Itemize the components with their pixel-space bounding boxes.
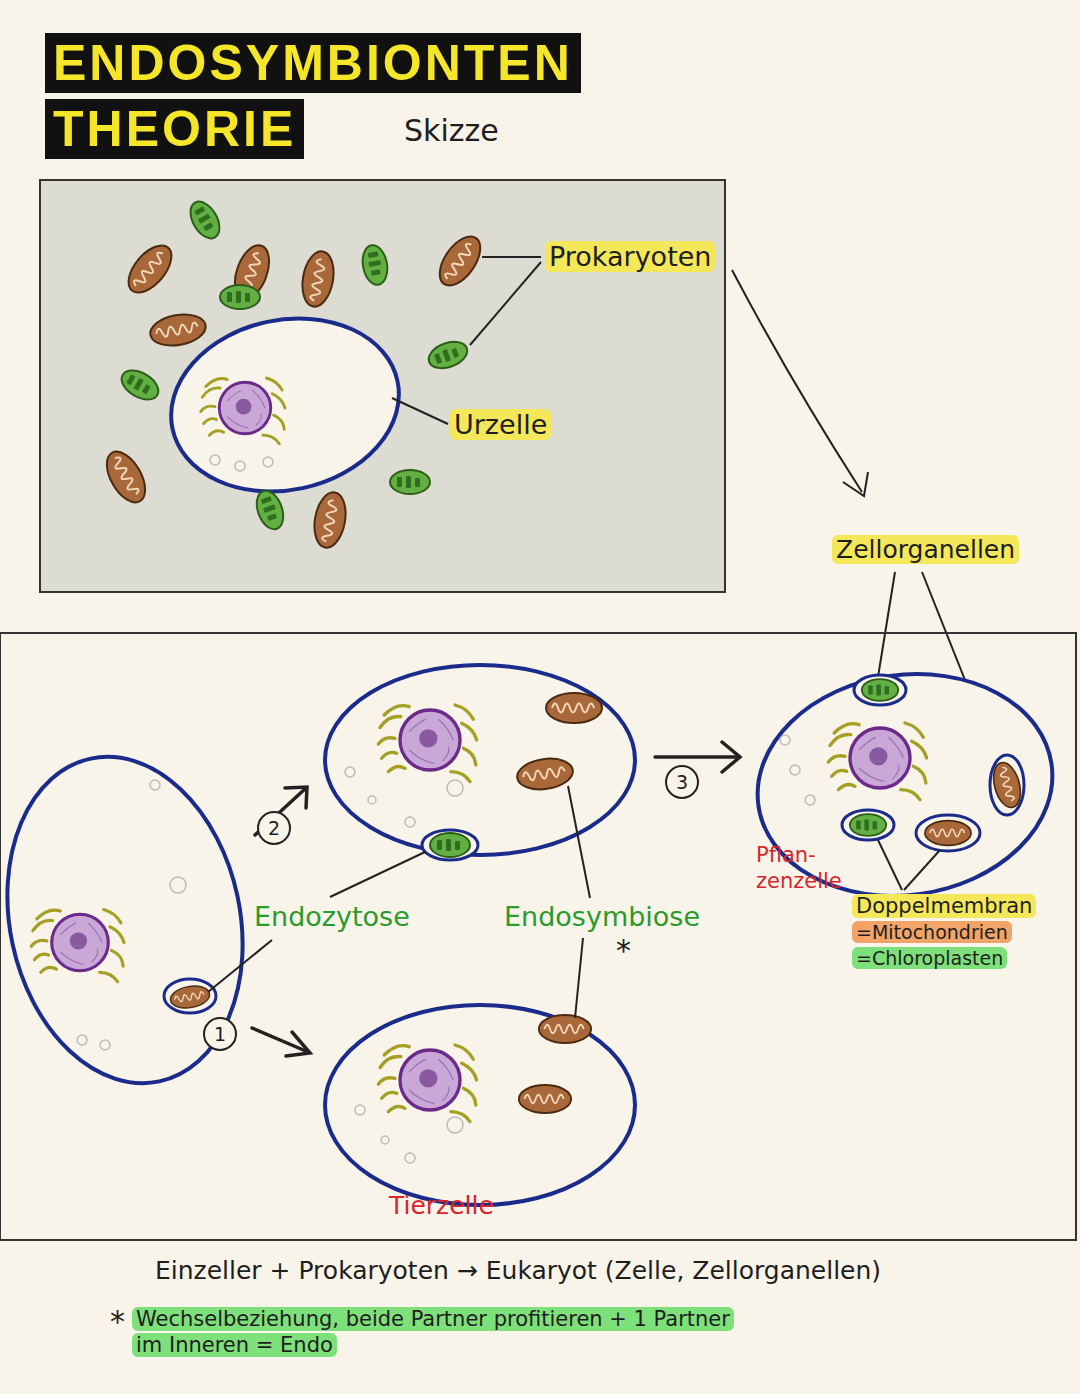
footnote-mark-holder: * <box>612 932 635 970</box>
process-label-holder: Endozytose <box>250 900 414 934</box>
part-label-holder: Zellorganellen <box>832 534 1019 565</box>
part-label-holder: Prokaryoten <box>545 240 715 274</box>
legend-label: Doppelmembran <box>852 894 1036 918</box>
sketch-note-holder: Skizze <box>400 112 503 150</box>
process-label: Endosymbiose <box>500 901 704 932</box>
title-block: ENDOSYMBIONTEN THEORIE <box>45 30 625 162</box>
sketch-note: Skizze <box>400 113 503 148</box>
cell-label: Tierzelle <box>385 1191 498 1220</box>
callout-number: 2 <box>257 811 291 845</box>
cell-label-holder: Tierzelle <box>385 1190 498 1221</box>
process-label: Endozytose <box>250 901 414 932</box>
legend-label: =Mitochondrien <box>852 921 1012 943</box>
legend-label-holder: =Mitochondrien <box>852 921 1012 945</box>
part-label: Zellorganellen <box>832 535 1019 564</box>
cell-label: Pflan- zenzelle <box>752 843 846 893</box>
part-label: Prokaryoten <box>545 241 715 272</box>
legend-label-holder: Doppelmembran <box>852 893 1036 919</box>
footnote-mark-holder: * <box>106 1303 129 1341</box>
legend-label-holder: =Chloroplasten <box>852 947 1007 971</box>
footnote-text: Wechselbeziehung, beide Partner profitie… <box>132 1307 734 1357</box>
callout-number: 1 <box>203 1017 237 1051</box>
part-label-holder: Urzelle <box>450 408 551 442</box>
cell-label-holder: Pflan- zenzelle <box>752 842 847 895</box>
legend-label: =Chloroplasten <box>852 947 1007 969</box>
caption: Einzeller + Prokaryoten → Eukaryot (Zell… <box>155 1256 881 1285</box>
footnote-text-holder: Wechselbeziehung, beide Partner profitie… <box>132 1306 752 1359</box>
footnote-mark: * <box>106 1304 129 1339</box>
footnote-mark: * <box>612 933 635 968</box>
title: ENDOSYMBIONTEN THEORIE <box>45 33 581 159</box>
process-label-holder: Endosymbiose <box>500 900 704 934</box>
part-label: Urzelle <box>450 409 551 440</box>
callout-number: 3 <box>665 765 699 799</box>
